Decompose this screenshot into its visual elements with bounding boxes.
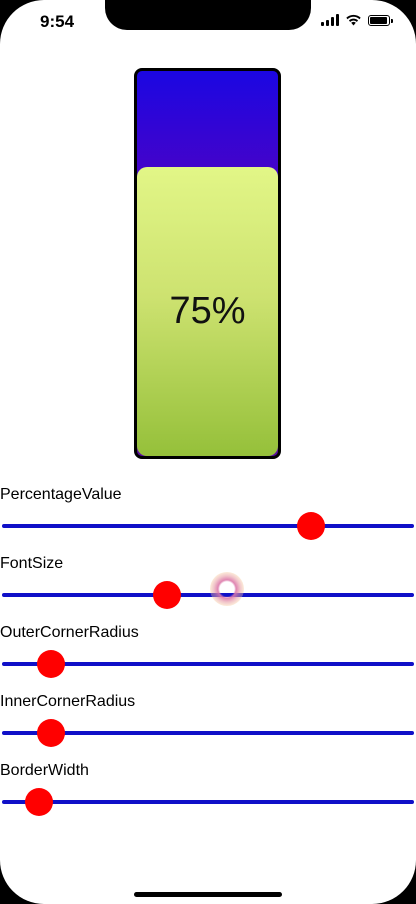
touch-indicator [210,572,244,606]
slider-control-borderwidth: BorderWidth [0,762,416,818]
slider-label: OuterCornerRadius [0,624,139,641]
slider-label: PercentageValue [0,486,122,503]
slider-thumb[interactable] [37,650,66,678]
slider-thumb[interactable] [152,581,181,609]
percentage-gauge: 75% [134,68,281,459]
slider-track[interactable] [2,662,414,666]
slider-track[interactable] [2,731,414,735]
gauge-percentage-label: 75% [169,290,246,332]
gauge-fill: 75% [137,167,278,456]
slider-control-innercornerradius: InnerCornerRadius [0,693,416,749]
slider-thumb[interactable] [37,719,66,747]
status-icons [321,14,393,26]
slider-label: InnerCornerRadius [0,693,136,710]
slider-control-percentagevalue: PercentageValue [0,486,416,542]
slider-track[interactable] [2,524,414,528]
slider-control-fontsize: FontSize [0,555,416,611]
signal-icon [321,14,339,26]
slider-track[interactable] [2,593,414,597]
slider-thumb[interactable] [297,512,325,540]
status-time: 9:54 [40,12,75,31]
slider-control-outercornerradius: OuterCornerRadius [0,624,416,680]
home-indicator[interactable] [134,892,282,897]
slider-label: BorderWidth [0,762,89,779]
slider-label: FontSize [0,555,64,572]
device-notch [105,0,311,30]
slider-thumb[interactable] [25,788,54,816]
slider-track[interactable] [2,800,414,804]
battery-icon [368,14,393,26]
wifi-icon [346,14,361,26]
